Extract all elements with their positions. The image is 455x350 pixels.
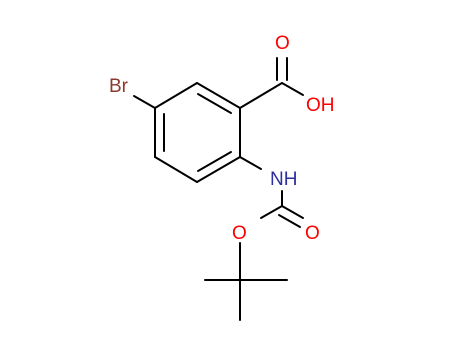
- bond-ring-to-cooh: [239, 82, 283, 109]
- benzene-ring: [154, 82, 241, 183]
- atom-label-hydroxyl: OH: [306, 95, 335, 116]
- bond-ring-top-right: [196, 82, 241, 109]
- bond-carbonyl-c-to-ester-o: [260, 205, 283, 219]
- bond-c-oh: [281, 82, 304, 96]
- bond-ring-top-left: [154, 82, 198, 109]
- bond-carbamate-double-a: [281, 205, 304, 219]
- atom-label-amine: NH: [270, 169, 297, 190]
- bond-ring-to-nh: [239, 156, 262, 170]
- atom-label-carbonyl-o-acid: O: [275, 33, 290, 54]
- atom-label-br: Br: [109, 76, 129, 97]
- bond-ring-inner-bottom-right: [197, 151, 232, 172]
- bond-ring-bottom-left: [154, 156, 198, 183]
- atom-label-ester-o: O: [232, 223, 247, 244]
- bond-ring-to-br: [133, 95, 156, 109]
- bond-carbamate-double-b: [278, 214, 301, 228]
- atom-label-carbonyl-o-carbamate: O: [305, 223, 320, 244]
- bond-ring-bottom-right: [196, 156, 241, 183]
- bond-ring-inner-top-right: [197, 93, 232, 114]
